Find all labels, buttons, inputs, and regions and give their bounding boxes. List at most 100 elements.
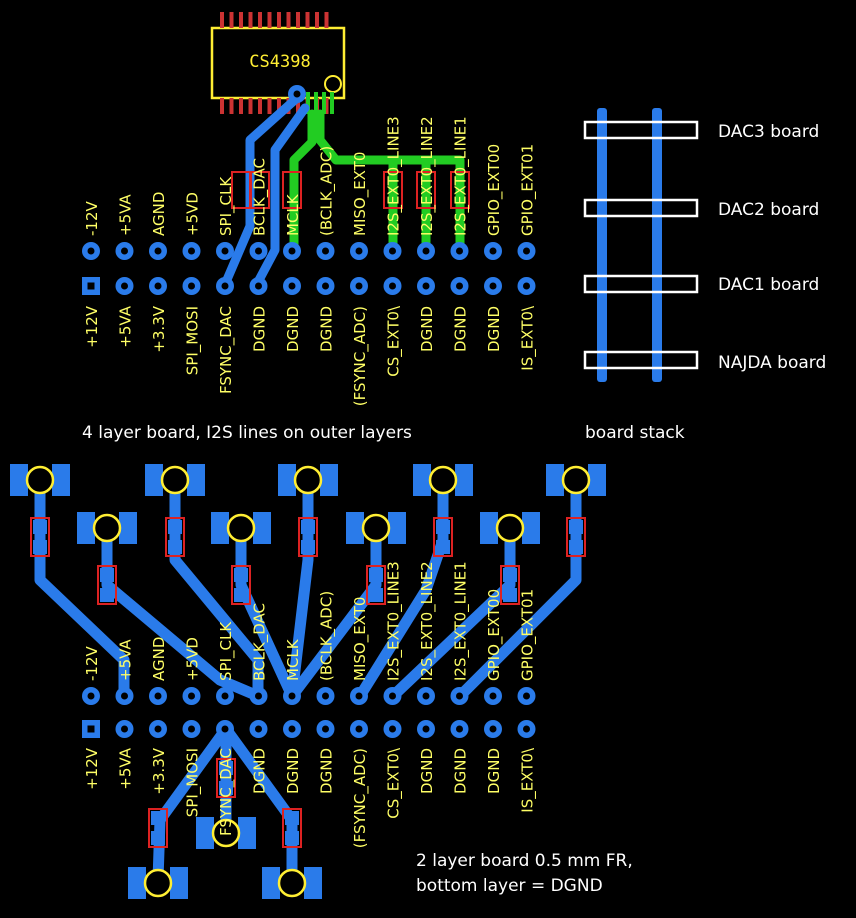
stack-standoff-left bbox=[597, 108, 607, 382]
pin-label-top-4layer: GPIO_EXT00 bbox=[485, 144, 504, 236]
smd-pad bbox=[285, 831, 299, 845]
via-hole bbox=[489, 282, 497, 290]
coax-center-ring bbox=[160, 465, 190, 495]
pin-label-top-4layer: +5VD bbox=[184, 192, 202, 236]
smd-pad bbox=[234, 568, 248, 582]
pin-label-bottom-4layer: DGND bbox=[284, 306, 302, 352]
chip-pin-green bbox=[322, 92, 326, 114]
smd-pad bbox=[301, 520, 315, 534]
chip-pin-bottom bbox=[296, 98, 300, 114]
pin-label-bottom-2layer: +12V bbox=[83, 747, 101, 790]
smd-pad bbox=[33, 540, 47, 554]
smd-pad bbox=[436, 540, 450, 554]
chip-pin-top bbox=[267, 12, 272, 28]
pin-label-top-4layer: GPIO_EXT01 bbox=[519, 144, 538, 236]
resistor-outline bbox=[231, 565, 251, 605]
coax-center-ring bbox=[428, 465, 458, 495]
pin-label-bottom-2layer: (FSYNC_ADC) bbox=[351, 748, 370, 848]
pin-label-top-4layer: (BCLK_ADC) bbox=[318, 146, 337, 236]
chip-pin-top bbox=[220, 12, 224, 28]
pin-label-bottom-2layer: DGND bbox=[485, 748, 503, 794]
resistor-outline bbox=[433, 517, 453, 557]
via-hole bbox=[322, 282, 329, 290]
smd-pad bbox=[301, 540, 315, 554]
coax-pad-left bbox=[278, 464, 296, 496]
pin-label-top-4layer: I2S_EXT0_LINE1 bbox=[452, 116, 471, 236]
resistor-outline bbox=[97, 565, 117, 605]
via-hole bbox=[422, 692, 430, 700]
chip-pin-bottom bbox=[248, 98, 253, 114]
coax-pad-left bbox=[262, 867, 280, 899]
resistor-outline bbox=[566, 517, 586, 557]
caption-two-layer-2: bottom layer = DGND bbox=[416, 876, 603, 896]
smd-pad bbox=[33, 520, 47, 534]
trace-blue bbox=[235, 522, 298, 702]
stack-board-outline bbox=[583, 120, 699, 140]
smd-pad bbox=[503, 568, 517, 582]
chip-pin-bottom bbox=[220, 98, 224, 114]
pin-label-bottom-4layer: DGND bbox=[418, 306, 436, 352]
resistor-outline bbox=[30, 517, 50, 557]
via-hole bbox=[456, 282, 463, 290]
via-hole bbox=[121, 692, 128, 700]
pin-label-bottom-2layer: DGND bbox=[318, 748, 336, 794]
pin-label-top-4layer: I2S_EXT0_LINE2 bbox=[418, 116, 437, 236]
coax-pad-left bbox=[128, 867, 146, 899]
coax-center-ring bbox=[92, 513, 122, 543]
pin-label-bottom-4layer: DGND bbox=[452, 306, 470, 352]
coax-pad-right bbox=[187, 464, 205, 496]
via-hole bbox=[422, 725, 430, 733]
resistor-outline bbox=[450, 171, 470, 209]
coax-pad-right bbox=[522, 512, 540, 544]
via-hole bbox=[355, 247, 363, 255]
via-hole bbox=[456, 692, 463, 700]
chip-pin-top bbox=[239, 12, 243, 28]
caption-board-stack: board stack bbox=[585, 423, 685, 443]
smd-pad bbox=[503, 588, 517, 602]
trace-blue bbox=[253, 103, 310, 287]
pin-label-top-4layer: BCLK_DAC bbox=[251, 158, 270, 236]
coax-center-ring bbox=[143, 868, 173, 898]
via-hole bbox=[188, 282, 195, 290]
trace-blue bbox=[454, 474, 582, 702]
pin-label-top-4layer: AGND bbox=[150, 192, 168, 236]
via-hole bbox=[322, 692, 329, 700]
coax-pad-left bbox=[145, 464, 163, 496]
pin-label-bottom-2layer: SPI_MOSI bbox=[184, 748, 203, 817]
via-hole bbox=[121, 247, 128, 255]
pin-label-top-2layer: BCLK_DAC bbox=[251, 603, 270, 681]
coax-pad-right bbox=[52, 464, 70, 496]
pin-label-bottom-4layer: DGND bbox=[251, 306, 269, 352]
pin-label-bottom-4layer: (FSYNC_ADC) bbox=[351, 306, 370, 406]
via-hole bbox=[355, 725, 363, 733]
stack-board-outline bbox=[583, 274, 699, 294]
coax-center-ring bbox=[561, 465, 591, 495]
via-hole bbox=[87, 692, 95, 700]
coax-pad-left bbox=[10, 464, 28, 496]
trace-green bbox=[315, 109, 465, 255]
resistor-outline bbox=[416, 171, 436, 209]
stack-board-label: NAJDA board bbox=[718, 353, 826, 373]
pin-label-top-2layer: AGND bbox=[150, 637, 168, 681]
pin-label-bottom-4layer: DGND bbox=[485, 306, 503, 352]
pin-label-bottom-2layer: FSYNC_DAC bbox=[217, 748, 236, 836]
smd-pad bbox=[219, 761, 233, 775]
coax-pad-right bbox=[170, 867, 188, 899]
chip-pin-top bbox=[305, 12, 310, 28]
smd-pad bbox=[100, 588, 114, 602]
resistor-outline bbox=[282, 808, 302, 848]
smd-pad bbox=[569, 540, 583, 554]
coax-center-ring bbox=[361, 513, 391, 543]
via-hole bbox=[221, 282, 229, 290]
pin-label-bottom-2layer: +3.3V bbox=[150, 747, 168, 794]
via-hole bbox=[188, 247, 195, 255]
pin-label-bottom-4layer: +3.3V bbox=[150, 305, 168, 352]
chip-pin-top bbox=[229, 12, 234, 28]
via-hole bbox=[288, 282, 296, 290]
chip-pin-bottom bbox=[258, 98, 262, 114]
via-hole bbox=[255, 282, 262, 290]
via-hole bbox=[288, 247, 296, 255]
via-hole bbox=[188, 725, 195, 733]
